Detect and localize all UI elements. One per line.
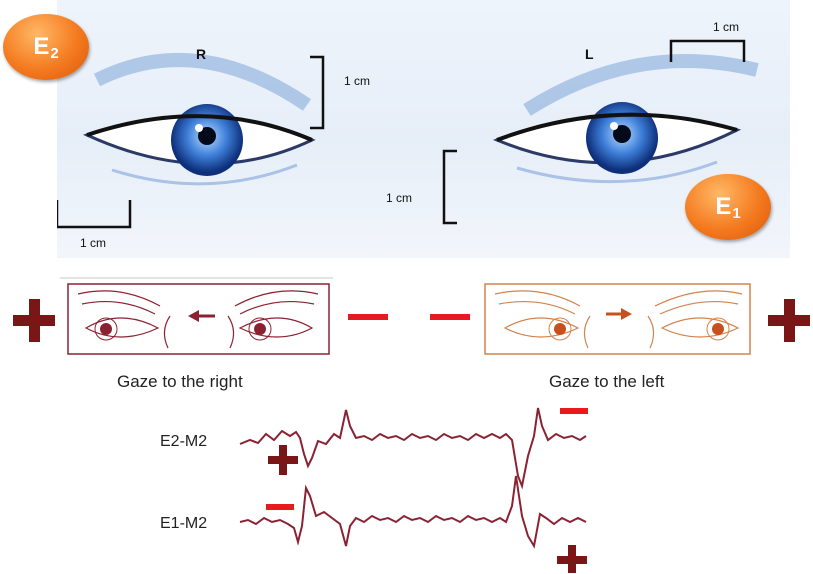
arrow-right-icon [621,308,632,320]
right-side-label: R [196,46,207,62]
gaze-right-caption: Gaze to the right [117,372,243,391]
bracket-upper-mid [310,55,325,130]
minus-marker-e1 [266,504,294,510]
gaze-schematics [13,277,810,355]
eyes-photo [55,0,790,258]
minus-sign-center-right [430,314,470,320]
minus-sign-center-left [348,314,388,320]
electrode-e2-letter: E [33,33,50,60]
plus-sign-right [768,299,810,342]
bracket-bottom-left [55,200,132,229]
plus-sign-left [13,299,55,342]
electrode-e1-letter: E [715,193,732,220]
electrode-e1-index: 1 [732,204,741,222]
trace-e2-m2 [239,407,587,490]
right-eye [82,53,316,186]
electrode-e2-index: 2 [50,44,59,62]
trace-label-e1-m2: E1-M2 [160,515,208,532]
eyes-illustration [55,39,759,229]
left-eye [492,54,759,184]
arrow-left-icon [188,310,199,322]
gaze-right-panel [67,283,330,355]
scale-label-upper-mid: 1 cm [344,74,371,88]
minus-marker-e2 [560,408,588,414]
trace-label-e2-m2: E2-M2 [160,433,208,450]
left-side-label: L [585,46,594,62]
plus-marker-e2 [268,445,298,475]
plus-marker-e1 [557,545,587,573]
trace-e1-m2 [239,475,587,549]
scale-label-lower-mid: 1 cm [386,191,413,205]
scale-label-top-right: 1 cm [713,20,740,34]
bracket-top-right [669,39,746,62]
scale-label-bottom-left: 1 cm [80,236,107,250]
bracket-lower-mid [442,149,457,225]
gaze-left-caption: Gaze to the left [549,372,665,391]
eog-traces [239,407,588,573]
gaze-left-panel [484,283,751,355]
